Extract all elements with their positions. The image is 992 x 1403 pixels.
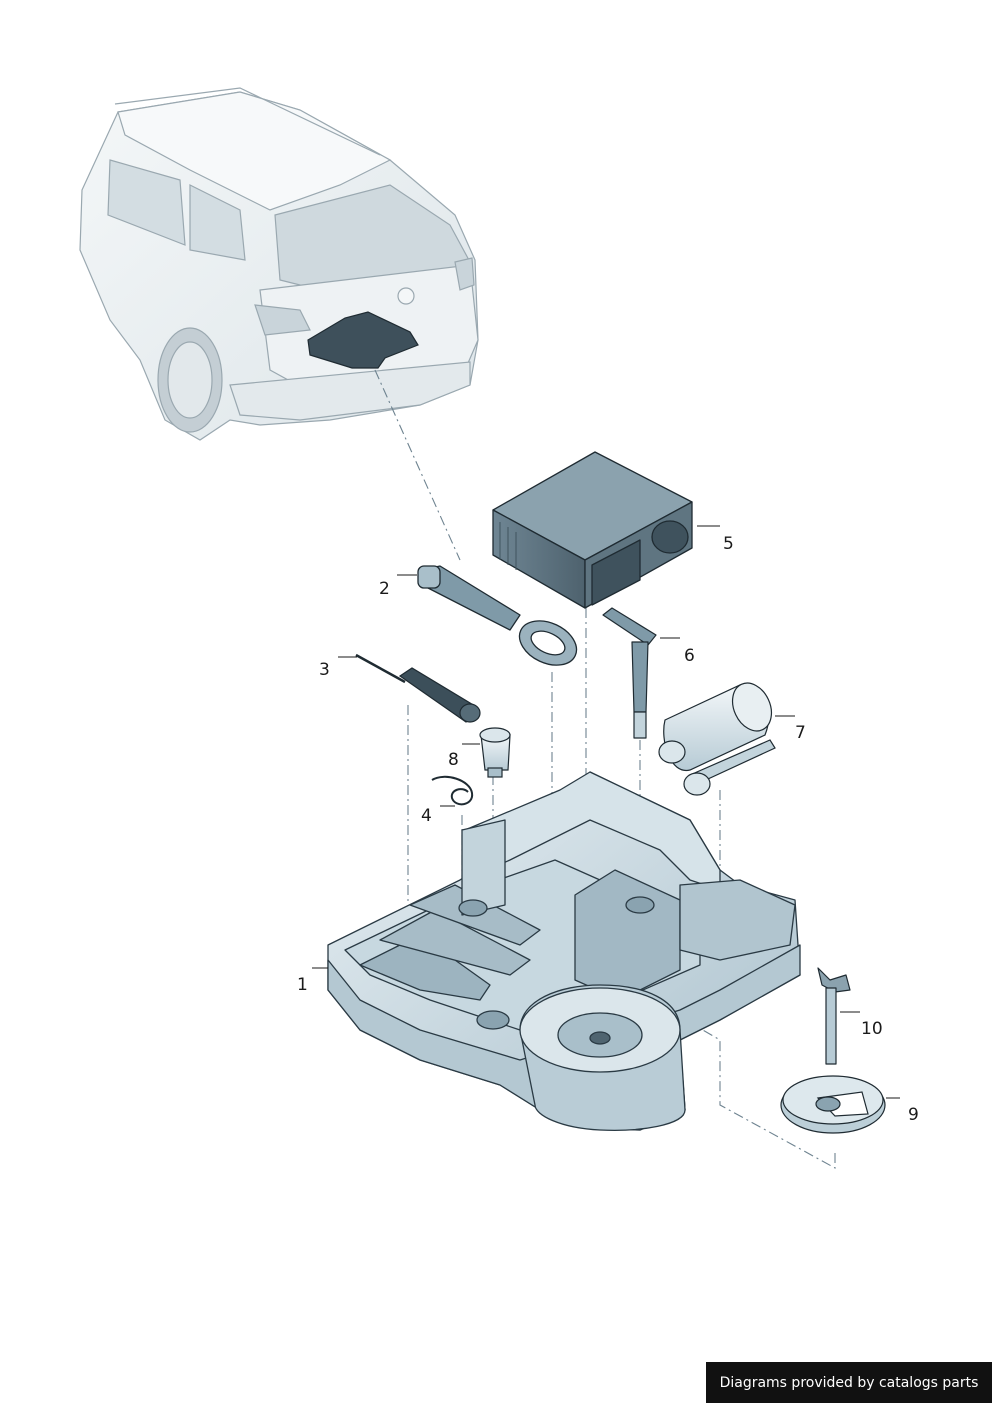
callout-2: 2 <box>379 579 390 599</box>
callout-3: 3 <box>319 660 330 680</box>
callout-1: 1 <box>297 975 308 995</box>
crank-arm <box>602 607 657 646</box>
callout-9: 9 <box>908 1105 919 1125</box>
screwdriver-blade <box>355 653 406 684</box>
callout-4: 4 <box>421 806 432 826</box>
callout-8: 8 <box>448 750 459 770</box>
part-6-crank <box>602 607 657 739</box>
part-3-screwdriver <box>355 653 481 723</box>
tray-round-pocket-3 <box>625 896 655 914</box>
part-7-sealant-bottle <box>658 682 776 796</box>
part-2-towing-eye <box>417 565 578 666</box>
screwdriver-cap <box>459 703 481 723</box>
part-9-washer <box>780 1075 886 1134</box>
tray-right-pocket <box>679 879 796 961</box>
callout-10: 10 <box>861 1019 883 1039</box>
tray-round-pocket-1 <box>458 899 488 917</box>
box-ribs <box>499 522 517 570</box>
crank-tip <box>633 711 647 739</box>
vehicle-tail-light-right <box>454 257 475 291</box>
socket-top <box>479 727 511 743</box>
vehicle-rear-wheel-rim <box>167 341 213 419</box>
vehicle-tail-light <box>254 304 311 336</box>
towing-eye-thread <box>417 565 441 589</box>
part-10-wing-bolt <box>817 967 851 1065</box>
wing-bolt-wings <box>817 967 851 993</box>
tray-pillar <box>461 819 506 916</box>
tray-round-pocket-2 <box>476 1010 510 1030</box>
bottle-cap <box>658 740 686 764</box>
wing-bolt-shank <box>825 987 837 1065</box>
vehicle-side-window-front <box>107 159 186 246</box>
vehicle-side-window-rear <box>189 184 246 261</box>
box-fan-grille <box>651 520 689 554</box>
credit-banner: Diagrams provided by catalogs parts <box>706 1362 992 1403</box>
part-5-compressor-box <box>492 451 693 609</box>
washer-hole <box>815 1096 841 1112</box>
crank-shaft <box>631 641 649 713</box>
towing-eye-ring-hole <box>530 630 566 656</box>
part-8-socket <box>479 727 511 778</box>
bottle-valve <box>683 772 711 796</box>
callout-5: 5 <box>723 534 734 554</box>
part-4-spring-clip <box>431 775 474 806</box>
vehicle-illustration <box>79 87 479 441</box>
part-1-foam-tray <box>327 771 801 1131</box>
callout-ticks <box>312 525 900 1099</box>
callout-6: 6 <box>684 646 695 666</box>
tray-cylinder-bolt-hole <box>589 1031 611 1045</box>
box-vent-panel <box>591 539 641 606</box>
callout-7: 7 <box>795 723 806 743</box>
vehicle-badge <box>397 287 415 305</box>
vehicle-roof-rail <box>114 87 381 156</box>
bottle-end <box>731 682 773 732</box>
trunk-storage-highlight <box>307 311 419 369</box>
callout-labels: 1 2 3 4 5 6 7 8 9 10 <box>297 534 919 1125</box>
tray-slot-2 <box>379 909 531 976</box>
socket-tip <box>487 767 503 778</box>
vehicle-bumper <box>229 361 471 421</box>
